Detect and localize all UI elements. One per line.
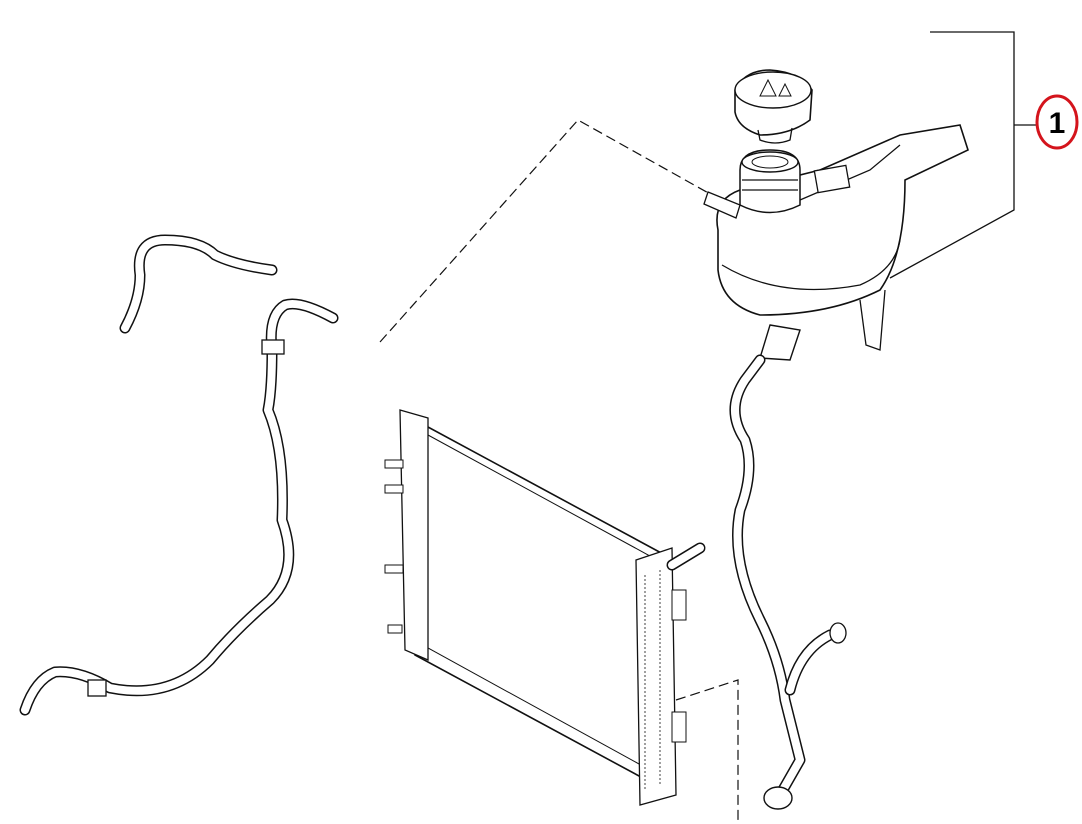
expansion-reservoir[interactable] bbox=[703, 124, 969, 361]
assembly-line-reservoir bbox=[379, 119, 713, 343]
reservoir-outlet-hose[interactable] bbox=[729, 354, 847, 810]
callout-number: 1 bbox=[1049, 107, 1066, 140]
callout-1[interactable]: 1 bbox=[1035, 94, 1079, 150]
warning-icon bbox=[759, 78, 777, 97]
reservoir-cap[interactable] bbox=[734, 69, 813, 144]
warning-icon bbox=[778, 82, 792, 97]
callout-leader bbox=[889, 31, 1036, 279]
assembly-line-radiator bbox=[675, 679, 739, 824]
heater-hose-upper[interactable] bbox=[119, 234, 278, 334]
heater-hose-long[interactable] bbox=[19, 298, 339, 716]
radiator[interactable] bbox=[384, 409, 706, 806]
